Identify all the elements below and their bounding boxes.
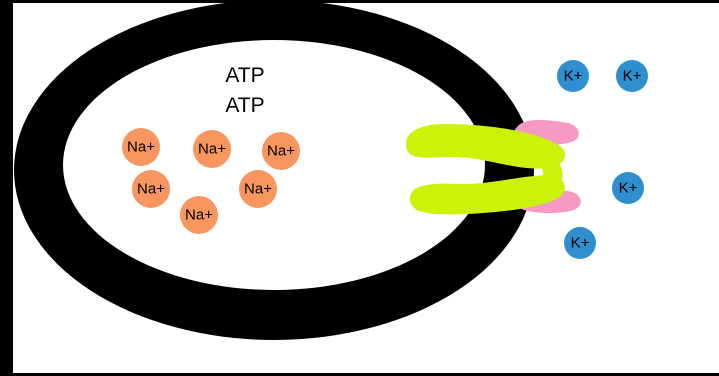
potassium-ion: K+ (616, 60, 648, 92)
potassium-ion: K+ (557, 60, 589, 92)
potassium-ion: K+ (564, 227, 596, 259)
sodium-ion: Na+ (239, 170, 277, 208)
potassium-ion-label: K+ (564, 68, 583, 85)
sodium-ion: Na+ (193, 130, 231, 168)
sodium-ion-label: Na+ (244, 181, 272, 198)
pump-protein-upper-arm (406, 123, 566, 169)
sodium-ion-label: Na+ (137, 181, 165, 198)
sodium-ion-label: Na+ (185, 207, 213, 224)
sodium-ion-label: Na+ (198, 141, 226, 158)
sodium-ion: Na+ (132, 170, 170, 208)
pump-protein-lower-arm (409, 175, 565, 215)
cell (14, 0, 534, 340)
atp-label-bottom: ATP (225, 94, 264, 117)
potassium-ion: K+ (612, 172, 644, 204)
atp-label-top: ATP (225, 64, 264, 87)
potassium-ion-label: K+ (623, 68, 642, 85)
sodium-ions: Na+ Na+ Na+ Na+ Na+ Na+ (122, 128, 300, 234)
sodium-ion: Na+ (122, 128, 160, 166)
sodium-ion: Na+ (180, 196, 218, 234)
potassium-ion-label: K+ (619, 180, 638, 197)
potassium-ion-label: K+ (571, 235, 590, 252)
sodium-ion: Na+ (262, 132, 300, 170)
sodium-ion-label: Na+ (267, 143, 295, 160)
sodium-ion-label: Na+ (127, 139, 155, 156)
pump-protein (406, 123, 566, 215)
potassium-ions: K+ K+ K+ K+ (557, 60, 648, 259)
